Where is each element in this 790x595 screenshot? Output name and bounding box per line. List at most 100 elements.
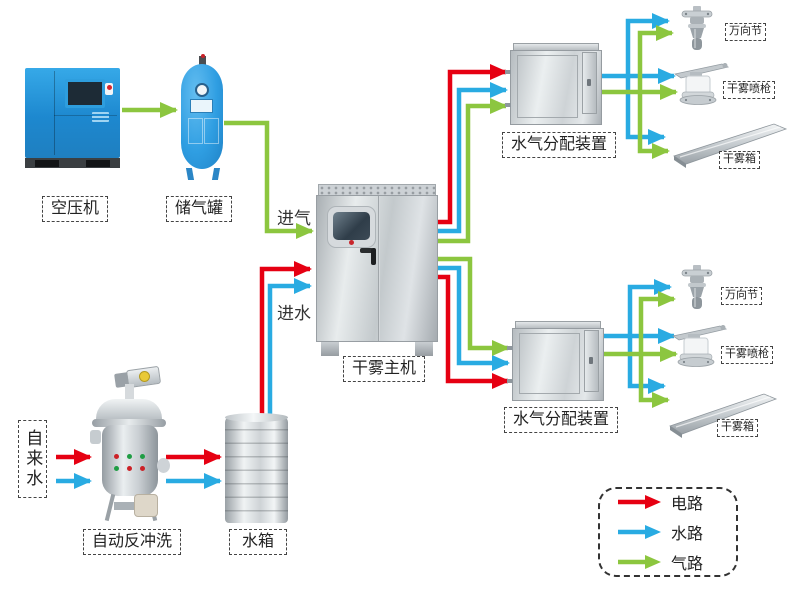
indicator-light — [114, 466, 119, 471]
electric-arrow-icon — [618, 495, 661, 509]
fog-main-unit-image — [316, 184, 438, 356]
spray-gun-top-image — [672, 60, 734, 111]
auto-backwash-filter-label: 自动反冲洗 — [83, 529, 182, 555]
electric-line-mainunit-to-distbox-top — [438, 64, 508, 225]
air-inlet-text: 进气 — [277, 209, 311, 228]
electric-line-watertank-to-mainunit — [259, 261, 312, 414]
legend-row-electric: 电路 — [616, 490, 736, 514]
fog-box-top-image — [670, 118, 790, 175]
compressor-foot — [86, 160, 110, 167]
cabinet-window-button — [349, 240, 354, 245]
universal-joint-top-image — [680, 5, 714, 58]
distbox-latch — [582, 52, 597, 114]
door-handle — [360, 248, 373, 253]
compressor-base — [25, 158, 120, 168]
fog-box-bottom-image — [666, 386, 780, 445]
tank-body — [181, 64, 223, 169]
distribution-box-bottom-image — [507, 321, 604, 401]
compressor-panel-seam — [53, 71, 55, 155]
water-line-distbox-top-to-fog-box — [625, 76, 666, 145]
air-compressor-label: 空压机 — [42, 196, 109, 222]
distribution-box-bottom-label: 水气分配装置 — [504, 407, 619, 433]
tank-valve — [199, 54, 206, 65]
water-line-distbox-bottom-to-universal-joint — [602, 279, 672, 339]
door-handle — [371, 248, 376, 265]
legend-water-label: 水路 — [671, 526, 704, 543]
tank-leg — [185, 168, 195, 180]
air-line-distbox-top-to-universal-joint — [600, 25, 674, 95]
air-line-distbox-top-to-fog-box — [637, 92, 670, 159]
electric-line-mainunit-to-distbox-bottom — [438, 274, 510, 389]
spray-gun-bottom-image — [670, 322, 732, 373]
distbox-inlet-stub — [505, 103, 511, 107]
auto-backwash-filter-image — [90, 365, 170, 528]
backwash-dome-lid — [96, 399, 162, 422]
water-tank-cap — [225, 413, 288, 422]
distbox-latch — [584, 330, 599, 392]
legend-row-water: 水路 — [616, 520, 736, 544]
compressor-display — [65, 79, 105, 108]
water-arrow-icon — [618, 525, 661, 539]
distbox-inlet-stub — [505, 70, 511, 74]
compressor-panel-seam — [54, 114, 117, 116]
fog-box-top-label: 干雾箱 — [719, 151, 760, 169]
air-compressor-image — [25, 68, 120, 168]
legend-electric-label: 电路 — [671, 496, 704, 513]
air-arrow-icon — [618, 555, 661, 569]
backwash-vessel — [102, 425, 158, 496]
water-line-distbox-bottom-to-fog-box — [627, 336, 666, 394]
tap-water-label: 自来水 — [18, 420, 48, 498]
distbox-inlet-stub — [507, 379, 513, 383]
universal-joint-bottom-image — [680, 264, 714, 317]
distbox-door — [519, 333, 580, 394]
tank-plate — [188, 118, 203, 144]
tank-plate — [204, 118, 219, 144]
compressor-stop-button — [105, 83, 113, 95]
spray-gun-bottom-label: 干雾喷枪 — [721, 346, 773, 364]
air-line-mainunit-to-distbox-bottom — [438, 256, 510, 356]
distbox-inlet-stub — [507, 346, 513, 350]
legend-air-label: 气路 — [671, 556, 704, 573]
air-line-distbox-bottom-to-universal-joint — [602, 291, 676, 357]
water-inlet-text: 进水 — [277, 304, 311, 323]
distribution-box-top-image — [505, 43, 602, 125]
cabinet-door-seam — [378, 196, 380, 341]
indicator-light — [127, 466, 132, 471]
universal-joint-top-label: 万向节 — [725, 23, 766, 41]
compressor-vent-grille — [92, 112, 109, 122]
compressor-foot — [35, 160, 59, 167]
distribution-box-top-label: 水气分配装置 — [502, 132, 617, 158]
water-line-mainunit-to-distbox-bottom — [438, 265, 510, 371]
pressure-gauge — [195, 83, 209, 97]
backwash-motor-badge — [139, 371, 150, 382]
backwash-side-flange — [90, 430, 101, 444]
indicator-light — [140, 454, 145, 459]
tank-leg — [211, 168, 221, 180]
air-storage-tank-image — [180, 54, 226, 180]
cabinet-top-mesh — [318, 184, 436, 197]
water-line-distbox-top-to-universal-joint — [600, 13, 670, 79]
indicator-light — [114, 454, 119, 459]
water-line-mainunit-to-distbox-top — [438, 82, 508, 234]
backwash-flange-collar — [92, 419, 166, 427]
compressor-body — [25, 68, 120, 158]
distbox-door — [517, 55, 578, 118]
spray-gun-top-label: 干雾喷枪 — [723, 81, 775, 99]
backwash-side-flange — [157, 458, 170, 473]
air-line-distbox-bottom-to-fog-box — [638, 354, 670, 408]
air-line-mainunit-to-distbox-top — [438, 98, 508, 244]
backwash-drain-pipe — [114, 502, 134, 510]
universal-joint-bottom-label: 万向节 — [721, 287, 762, 305]
cabinet-window — [327, 206, 376, 248]
fog-box-bottom-label: 干雾箱 — [717, 419, 758, 437]
indicator-light — [140, 466, 145, 471]
indicator-light — [127, 454, 132, 459]
legend: 电路 水路 气路 — [598, 487, 738, 577]
tank-sticker — [190, 99, 213, 113]
air-storage-tank-label: 储气罐 — [166, 196, 233, 222]
water-tank-image — [225, 413, 288, 523]
legend-row-air: 气路 — [616, 550, 736, 574]
cabinet-window-screen — [333, 212, 370, 240]
backwash-valve — [134, 494, 158, 517]
